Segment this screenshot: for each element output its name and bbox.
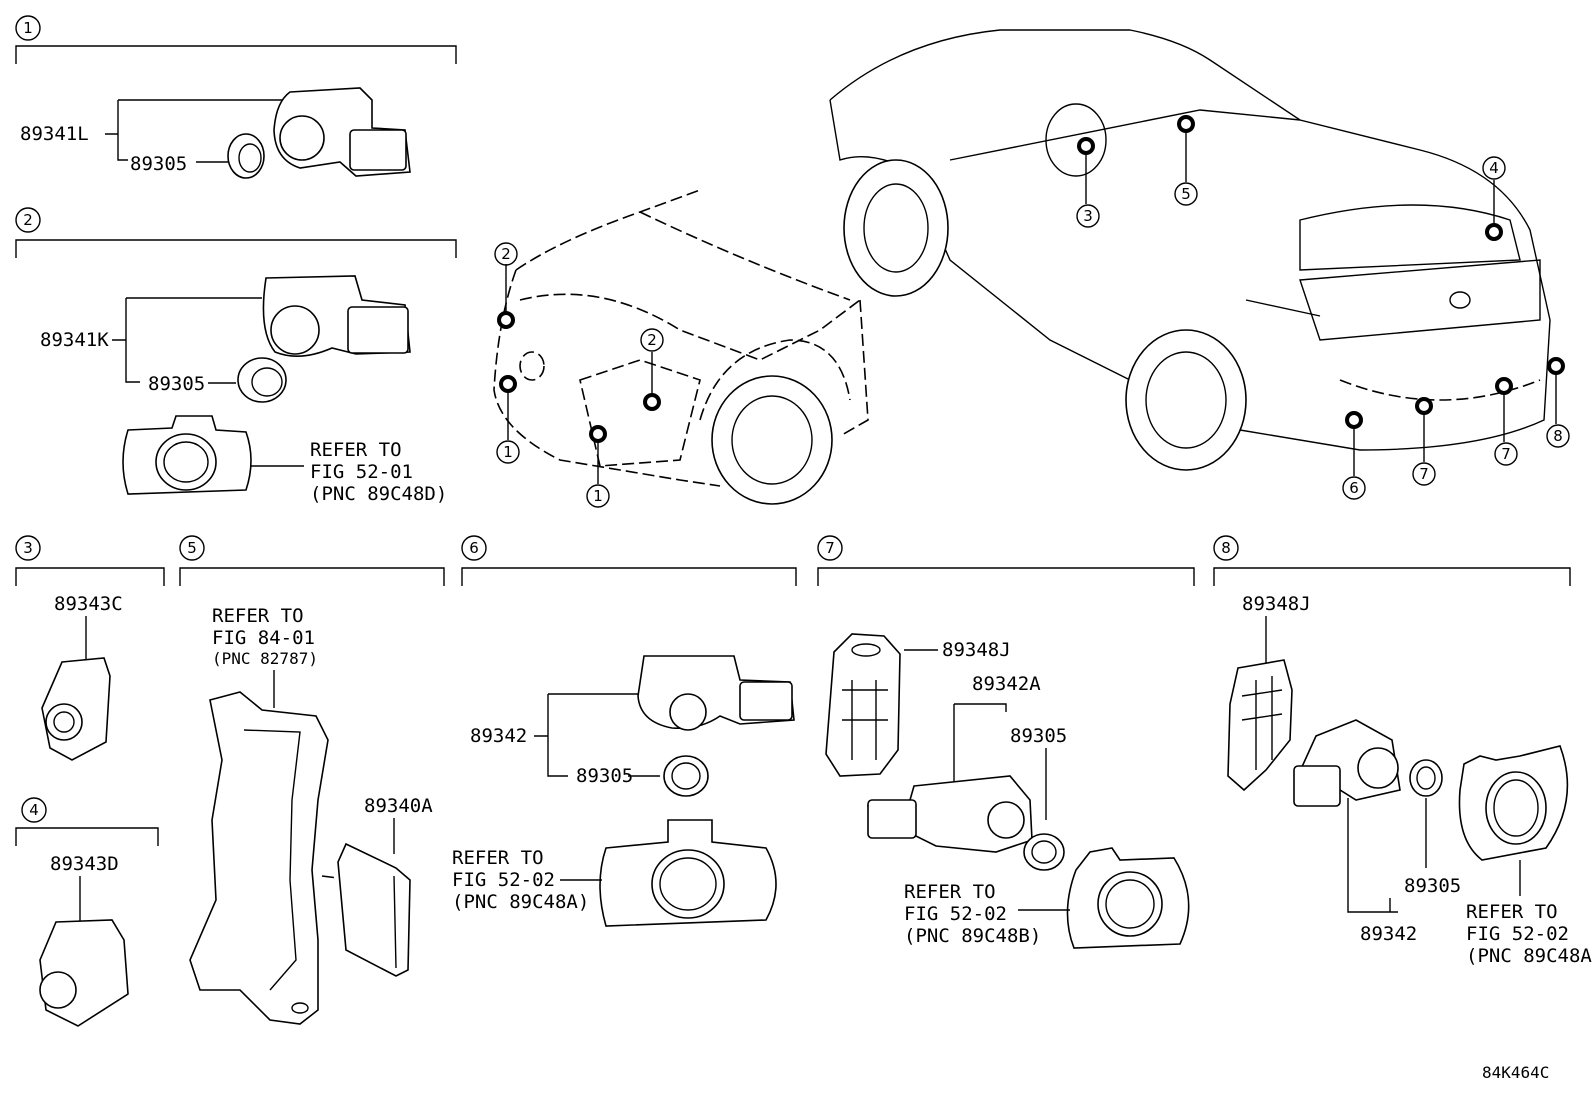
callout-front-mid-1: 1 xyxy=(593,487,603,505)
part-89342A-label: 89342A xyxy=(972,673,1041,695)
section-7-number: 7 xyxy=(825,539,835,557)
section-1-number: 1 xyxy=(23,19,33,37)
bezel-89305-6 xyxy=(663,755,709,797)
holder-89348J xyxy=(825,633,901,777)
callout-rear-7a: 7 xyxy=(1419,465,1429,483)
steering-wheel xyxy=(1045,103,1107,177)
refer-6-line1: REFER TO xyxy=(452,847,544,869)
section-5-number: 5 xyxy=(187,539,197,557)
front-vehicle-view: 2 1 2 1 xyxy=(493,189,869,508)
refer-5-line1: REFER TO xyxy=(212,605,304,627)
section-3: 3 89343C xyxy=(15,535,165,761)
callout-front-1: 1 xyxy=(503,443,513,461)
refer-2-line2: FIG 52-01 xyxy=(310,461,413,483)
refer-5-line3: (PNC 82787) xyxy=(212,649,318,668)
part-89342-label-8: 89342 xyxy=(1360,923,1417,945)
refer-2-line1: REFER TO xyxy=(310,439,402,461)
part-89342-label: 89342 xyxy=(470,725,527,747)
refer-2-line3: (PNC 89C48D) xyxy=(310,483,447,505)
section-4: 4 89343D xyxy=(15,797,159,1027)
callout-rear-6: 6 xyxy=(1349,479,1359,497)
callout-rear-8: 8 xyxy=(1553,427,1563,445)
section-8-number: 8 xyxy=(1221,539,1231,557)
bezel-89305-8 xyxy=(1409,759,1443,797)
refer-5-line2: FIG 84-01 xyxy=(212,627,315,649)
section-2-number: 2 xyxy=(23,211,33,229)
part-89348J-label-8: 89348J xyxy=(1242,593,1311,615)
rear-left-wheel xyxy=(843,159,949,297)
part-89305-label: 89305 xyxy=(130,153,187,175)
callout-front-2: 2 xyxy=(501,245,511,263)
bezel-89305-7 xyxy=(1023,833,1065,871)
refer-8-line3: (PNC 89C48A) xyxy=(1466,945,1592,967)
callout-cabin-5: 5 xyxy=(1181,185,1191,203)
section-4-number: 4 xyxy=(29,801,39,819)
part-89305-label-8: 89305 xyxy=(1404,875,1461,897)
section-6: 6 89342 89305 REFER TO FIG 52-02 (PNC 89… xyxy=(452,535,797,927)
refer-7-line3: (PNC 89C48B) xyxy=(904,925,1041,947)
section-5: 5 REFER TO FIG 84-01 (PNC 82787) 89340A xyxy=(179,535,445,1025)
part-89343C-label: 89343C xyxy=(54,593,123,615)
front-wheel xyxy=(711,375,833,505)
part-89341K-label: 89341K xyxy=(40,329,109,351)
section-2: 2 89341K 89305 REFER TO FIG 52-01 (PNC 8… xyxy=(15,207,457,505)
part-89340A-label: 89340A xyxy=(364,795,433,817)
ecu-89340A xyxy=(337,842,411,977)
section-3-number: 3 xyxy=(23,539,33,557)
refer-7-line1: REFER TO xyxy=(904,881,996,903)
callout-rear-7b: 7 xyxy=(1501,445,1511,463)
part-89343D-label: 89343D xyxy=(50,853,119,875)
part-89341L-label: 89341L xyxy=(20,123,89,145)
section-6-number: 6 xyxy=(469,539,479,557)
part-89305-label-7: 89305 xyxy=(1010,725,1067,747)
refer-7-line2: FIG 52-02 xyxy=(904,903,1007,925)
rear-vehicle-view: 3 5 4 6 7 7 8 xyxy=(829,29,1570,500)
refer-8-line1: REFER TO xyxy=(1466,901,1558,923)
callout-cabin-3: 3 xyxy=(1083,207,1093,225)
section-1: 1 89341L 89305 xyxy=(15,15,457,179)
holder-89348J-8 xyxy=(1227,659,1293,792)
refer-6-line2: FIG 52-02 xyxy=(452,869,555,891)
part-89305-label-6: 89305 xyxy=(576,765,633,787)
callout-rear-4: 4 xyxy=(1489,159,1499,177)
refer-8-line2: FIG 52-02 xyxy=(1466,923,1569,945)
drawing-code: 84K464C xyxy=(1482,1063,1549,1082)
part-89305-label-2: 89305 xyxy=(148,373,205,395)
bracket-82787 xyxy=(189,691,329,1025)
section-8: 8 89348J 89305 89342 REFER TO FIG 52-02 … xyxy=(1213,535,1592,967)
callout-front-mid-2: 2 xyxy=(647,331,657,349)
rear-right-wheel xyxy=(1125,329,1247,471)
refer-6-line3: (PNC 89C48A) xyxy=(452,891,589,913)
section-7: 7 89348J 89342A 89305 REFER TO FIG 52-02… xyxy=(817,535,1195,949)
part-89348J-label-7: 89348J xyxy=(942,639,1011,661)
